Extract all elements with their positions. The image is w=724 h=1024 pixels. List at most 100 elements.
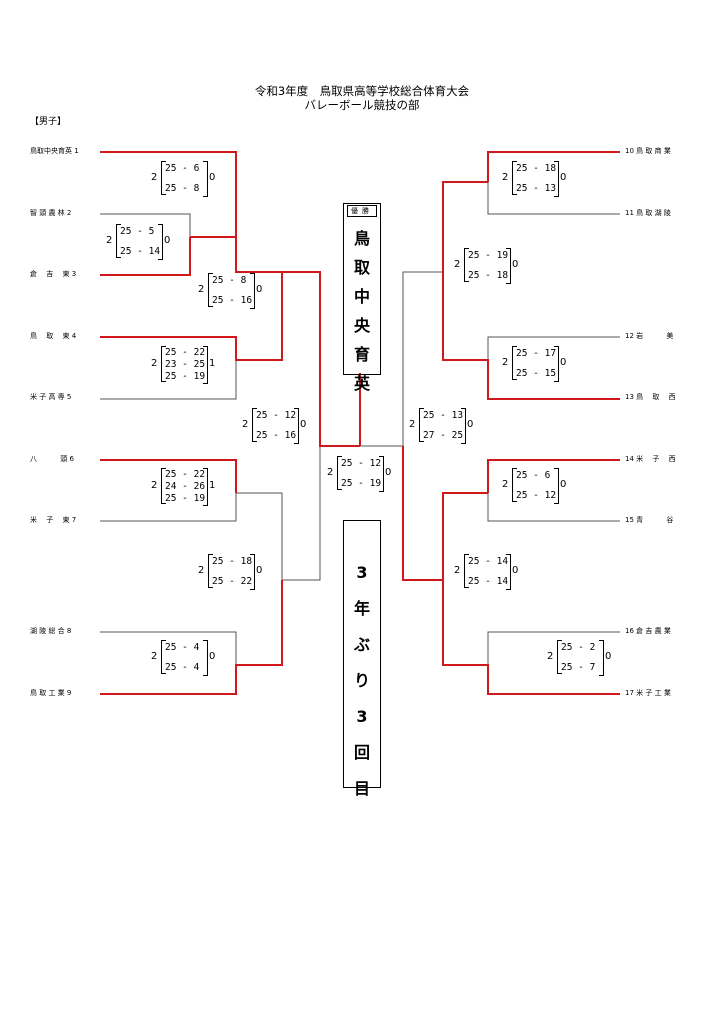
bracket-line (360, 271, 443, 447)
champion-name: 鳥 取 中 央 育 英 (353, 229, 370, 393)
set-score: 25 - 16 (256, 430, 297, 441)
set-score: 25 - 4 (165, 642, 200, 653)
set-score: 25 - 18 (516, 163, 557, 174)
team-right-10: 10 鳥 取 商 業 (625, 147, 671, 155)
score-bracket (116, 224, 163, 258)
set-score: 25 - 2 (561, 642, 596, 653)
score-bracket-right (554, 468, 559, 504)
bracket-line (100, 631, 237, 665)
page-subtitle: バレーボール競技の部 (304, 98, 420, 112)
score-bracket (512, 346, 559, 380)
team-left-3: 倉 吉 東 3 (30, 270, 77, 278)
score-bracket (419, 408, 466, 442)
team-left-7: 米 子 東 7 (30, 516, 77, 524)
set-score: 25 - 13 (516, 183, 557, 194)
score-sets-won-right: 0 (256, 284, 263, 295)
score-bracket-right (203, 640, 208, 676)
score-sets-won-left: 2 (106, 235, 113, 246)
bracket-line (100, 303, 283, 361)
set-score: 27 - 25 (423, 430, 464, 441)
score-bracket-right (506, 248, 511, 284)
score-sets-won-left: 2 (409, 419, 416, 430)
bracket-line (487, 459, 620, 493)
set-score: 25 - 12 (341, 458, 382, 469)
score-sets-won-right: 0 (164, 235, 171, 246)
score-sets-won-right: 0 (560, 172, 567, 183)
score-sets-won-left: 2 (502, 479, 509, 490)
team-right-14: 14 米 子 西 (625, 455, 676, 463)
set-score: 25 - 12 (516, 490, 557, 501)
score-bracket (161, 640, 208, 674)
bracket-line (100, 213, 191, 237)
bracket-line (100, 493, 237, 522)
score-sets-won-left: 2 (454, 259, 461, 270)
score-sets-won-right: 1 (209, 480, 216, 491)
score-bracket-right (554, 161, 559, 197)
score-sets-won-left: 2 (151, 172, 158, 183)
score-bracket (161, 468, 208, 504)
score-bracket-right (379, 456, 384, 492)
set-score: 25 - 14 (120, 246, 161, 257)
bracket-line (487, 493, 620, 522)
team-right-11: 11 鳥 取 湖 陵 (625, 209, 671, 217)
score-sets-won-right: 0 (467, 419, 474, 430)
team-right-16: 16 倉 吉 農 業 (625, 627, 671, 635)
team-left-1: 鳥取中央育英 1 (30, 147, 79, 155)
set-score: 25 - 14 (468, 556, 509, 567)
score-sets-won-left: 2 (547, 651, 554, 662)
score-sets-won-left: 2 (151, 358, 158, 369)
score-sets-won-right: 0 (512, 259, 519, 270)
score-bracket-right (294, 408, 299, 444)
bracket-line (402, 446, 443, 581)
score-bracket (208, 554, 255, 588)
score-bracket-right (203, 346, 208, 384)
score-sets-won-right: 0 (256, 565, 263, 576)
score-sets-won-right: 0 (209, 172, 216, 183)
score-bracket (512, 468, 559, 502)
score-sets-won-right: 0 (560, 357, 567, 368)
score-sets-won-right: 0 (512, 565, 519, 576)
score-bracket (464, 554, 511, 588)
team-left-8: 湖 陵 総 合 8 (30, 627, 72, 635)
set-score: 25 - 13 (423, 410, 464, 421)
note-text: 3 年 ぶ り 3 回 目 (353, 563, 370, 798)
score-bracket (512, 161, 559, 195)
set-score: 25 - 19 (468, 250, 509, 261)
champion-box: 優勝 鳥 取 中 央 育 英 (343, 203, 381, 393)
score-bracket (161, 346, 208, 382)
score-bracket-right (250, 273, 255, 309)
bracket-line (442, 272, 620, 400)
bracket-line (100, 360, 237, 400)
set-score: 25 - 4 (165, 662, 200, 673)
score-bracket-right (554, 346, 559, 382)
set-score: 25 - 19 (165, 493, 206, 504)
page-title: 令和3年度 鳥取県高等学校総合体育大会 (254, 84, 470, 98)
score-sets-won-left: 2 (151, 480, 158, 491)
set-score: 23 - 25 (165, 359, 206, 370)
team-left-9: 鳥 取 工 業 9 (30, 689, 72, 697)
score-sets-won-right: 1 (209, 358, 216, 369)
score-sets-won-left: 2 (198, 565, 205, 576)
set-score: 25 - 6 (516, 470, 551, 481)
score-bracket (252, 408, 299, 442)
set-score: 25 - 19 (165, 371, 206, 382)
bracket-line (487, 631, 620, 665)
score-bracket-right (599, 640, 604, 676)
bracket-line (442, 492, 488, 580)
score-sets-won-left: 2 (502, 357, 509, 368)
team-left-2: 智 頭 農 林 2 (30, 209, 72, 217)
score-sets-won-right: 0 (209, 651, 216, 662)
team-right-17: 17 米 子 工 業 (625, 689, 671, 697)
team-left-5: 米 子 高 専 5 (30, 393, 72, 401)
set-score: 25 - 8 (165, 183, 200, 194)
bracket-line (100, 459, 237, 493)
bracket-line (100, 237, 191, 276)
